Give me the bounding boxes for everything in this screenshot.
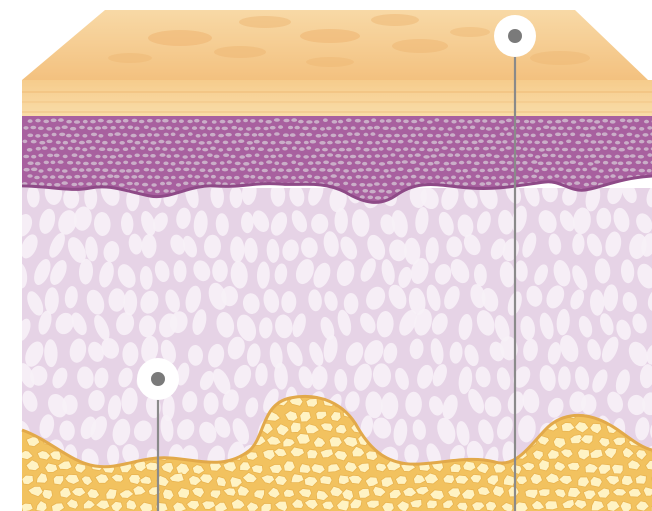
marker-dot <box>151 372 165 386</box>
marker-dot <box>508 29 522 43</box>
surface-layer <box>22 10 652 116</box>
